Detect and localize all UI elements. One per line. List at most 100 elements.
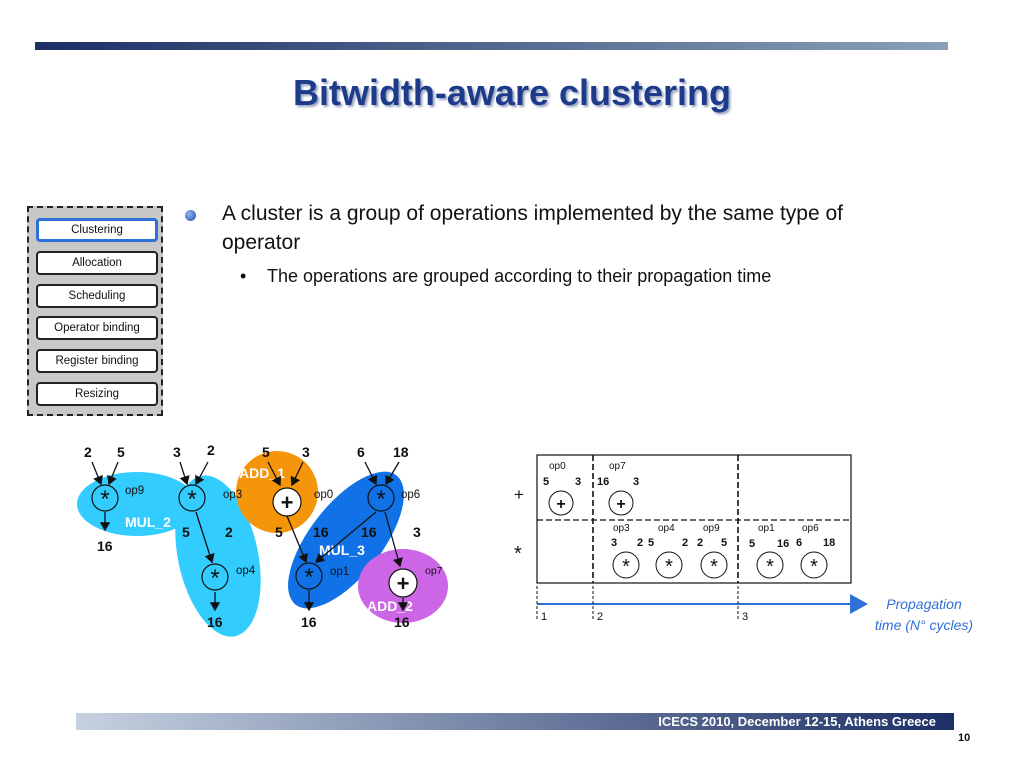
row-symbol-mult: * xyxy=(514,543,522,565)
bitwidth-op9-in-left: 2 xyxy=(84,444,92,460)
bitwidth-op3-in-right: 2 xyxy=(207,442,215,458)
op-label-op7: op7 xyxy=(425,565,443,577)
axis-label-line2: time (N° cycles) xyxy=(875,617,973,633)
cluster-label-mul2: MUL_2 xyxy=(125,514,171,530)
bitwidth-op1-out: 16 xyxy=(301,614,317,630)
step-scheduling[interactable]: Scheduling xyxy=(36,284,158,308)
timing-op-a-op0: 5 xyxy=(543,476,549,488)
op-node-op4[interactable]: * xyxy=(201,563,229,592)
op-label-op3: op3 xyxy=(223,489,242,501)
timing-op-b-op9: 5 xyxy=(721,537,727,549)
bitwidth-op7-out: 16 xyxy=(394,614,410,630)
timing-op-op1[interactable]: op1 5 16 * xyxy=(749,523,789,579)
bitwidth-op4-in-right: 2 xyxy=(225,524,233,540)
op-symbol-op6: * xyxy=(376,486,385,513)
op-symbol-op0: + xyxy=(281,490,294,515)
op-label-op4: op4 xyxy=(236,565,256,577)
bitwidth-op0-in-right: 3 xyxy=(302,444,310,460)
bullet-main-text: A cluster is a group of operations imple… xyxy=(222,202,844,254)
bitwidth-op6-in-left: 6 xyxy=(357,444,365,460)
op-label-op9: op9 xyxy=(125,485,144,497)
bitwidth-op9-in-right: 5 xyxy=(117,444,125,460)
bullet-sub-text: The operations are grouped according to … xyxy=(267,266,772,286)
timing-op-a-op9: 2 xyxy=(697,537,703,549)
timing-op-b-op0: 3 xyxy=(575,476,581,488)
bitwidth-op4-in-left: 5 xyxy=(182,524,190,540)
op-symbol-op9: * xyxy=(100,486,109,513)
bullet-sub-marker-icon: • xyxy=(240,266,247,286)
timing-op-a-op4: 5 xyxy=(648,537,654,549)
timing-table-frame xyxy=(536,454,852,584)
bitwidth-op4-out: 16 xyxy=(207,614,223,630)
timing-op-name-op3: op3 xyxy=(613,523,630,534)
bitwidth-op7-in-right: 3 xyxy=(413,524,421,540)
footer-bar xyxy=(76,713,954,730)
step-clustering[interactable]: Clustering xyxy=(36,218,158,242)
step-operator-binding[interactable]: Operator binding xyxy=(36,316,158,340)
timing-op-op7[interactable]: op7 16 3 + xyxy=(597,461,639,516)
footer-text: ICECS 2010, December 12-15, Athens Greec… xyxy=(658,714,936,729)
timing-op-name-op6: op6 xyxy=(802,523,819,534)
bitwidth-op9-out: 16 xyxy=(97,538,113,554)
timing-op-b-op3: 2 xyxy=(637,537,643,549)
op-label-op1: op1 xyxy=(330,566,349,578)
op-symbol-op3: * xyxy=(187,486,196,513)
bullet-dot-icon xyxy=(185,210,196,221)
timing-op-a-op1: 5 xyxy=(749,538,755,550)
timing-op-a-op6: 6 xyxy=(796,537,802,549)
bitwidth-op1-in-right: 16 xyxy=(313,524,329,540)
timing-op-symbol-op1: * xyxy=(766,556,774,578)
bitwidth-op6-in-right: 18 xyxy=(393,444,409,460)
step-resizing[interactable]: Resizing xyxy=(36,382,158,406)
op-label-op6: op6 xyxy=(401,489,420,501)
graph-edges xyxy=(91,461,409,612)
timing-op-op3[interactable]: op3 3 2 * xyxy=(611,523,643,579)
timing-op-b-op4: 2 xyxy=(682,537,688,549)
timing-op-symbol-op9: * xyxy=(710,556,718,578)
row-symbol-adder: + xyxy=(514,485,524,504)
cycle-label-1: 1 xyxy=(541,611,547,623)
op-symbol-op4: * xyxy=(210,565,219,592)
op-node-op1[interactable]: * xyxy=(295,562,323,591)
timing-op-b-op7: 3 xyxy=(633,476,639,488)
timing-op-op0[interactable]: op0 5 3 + xyxy=(543,461,581,516)
op-node-op9[interactable]: * xyxy=(91,484,119,513)
op-symbol-op7: + xyxy=(397,571,410,596)
timing-op-symbol-op4: * xyxy=(665,556,673,578)
timing-op-symbol-op0: + xyxy=(556,496,565,513)
timing-op-b-op1: 16 xyxy=(777,538,789,550)
timing-op-name-op4: op4 xyxy=(658,523,675,534)
timing-op-a-op3: 3 xyxy=(611,537,617,549)
timing-op-b-op6: 18 xyxy=(823,537,835,549)
flow-steps-panel: Clustering Allocation Scheduling Operato… xyxy=(27,206,163,416)
op-node-op3[interactable]: * xyxy=(178,484,206,513)
cluster-label-mul3: MUL_3 xyxy=(319,542,365,558)
bullet-sub: • The operations are grouped according t… xyxy=(185,263,925,289)
step-allocation[interactable]: Allocation xyxy=(36,251,158,275)
timing-op-symbol-op6: * xyxy=(810,556,818,578)
page-number: 10 xyxy=(958,732,971,744)
timing-op-symbol-op7: + xyxy=(616,496,625,513)
timing-op-op4[interactable]: op4 5 2 * xyxy=(648,523,688,579)
timing-op-op9[interactable]: op9 2 5 * xyxy=(697,523,728,579)
op-symbol-op1: * xyxy=(304,564,313,591)
op-label-op0: op0 xyxy=(314,489,333,501)
cycle-label-2: 2 xyxy=(597,611,603,623)
step-register-binding[interactable]: Register binding xyxy=(36,349,158,373)
bitwidth-op3-in-left: 3 xyxy=(173,444,181,460)
slide-title: Bitwidth-aware clustering xyxy=(292,72,732,113)
timing-op-name-op9: op9 xyxy=(703,523,720,534)
op-node-op6[interactable]: * xyxy=(367,484,395,513)
timing-op-name-op1: op1 xyxy=(758,523,775,534)
timing-op-name-op7: op7 xyxy=(609,461,626,472)
bullet-list: A cluster is a group of operations imple… xyxy=(185,199,925,289)
bitwidth-op7-in-left: 16 xyxy=(361,524,377,540)
timing-op-a-op7: 16 xyxy=(597,476,609,488)
timing-op-symbol-op3: * xyxy=(622,556,630,578)
timing-op-name-op0: op0 xyxy=(549,461,566,472)
op-node-op7[interactable]: + xyxy=(388,568,418,598)
timing-op-op6[interactable]: op6 6 18 * xyxy=(796,523,835,579)
op-node-op0[interactable]: + xyxy=(272,487,302,517)
